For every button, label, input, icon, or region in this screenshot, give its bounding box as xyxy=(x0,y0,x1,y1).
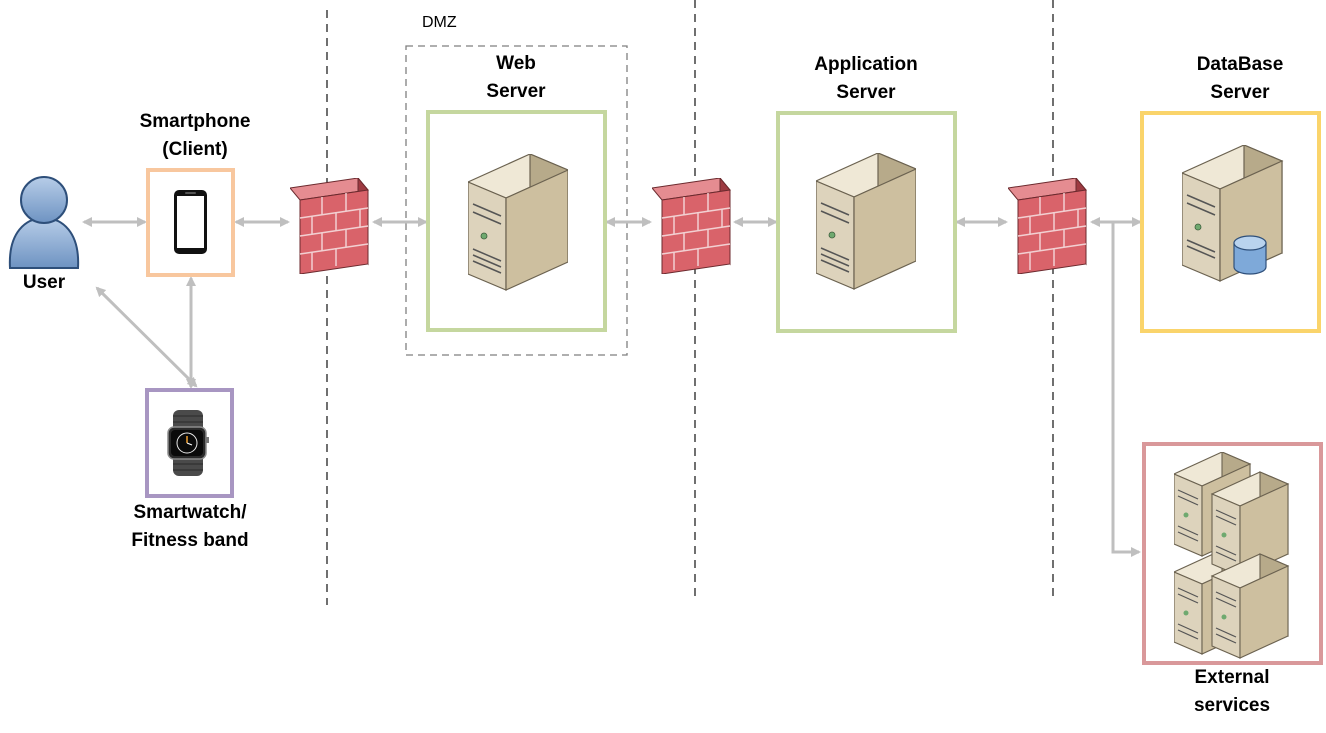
app-server-label: Application Server xyxy=(814,54,918,103)
smartwatch-node xyxy=(145,388,234,498)
user-icon xyxy=(8,176,80,269)
server-icon xyxy=(468,154,568,291)
server-icon xyxy=(816,153,916,290)
connector-to-external xyxy=(1111,222,1141,557)
smartphone-icon xyxy=(174,190,207,254)
server-cluster-icon xyxy=(1174,452,1290,659)
smartwatch-label: Smartwatch/ Fitness band xyxy=(131,502,249,551)
database-cylinder-icon xyxy=(1233,235,1267,275)
web-server-label: Web Server xyxy=(486,53,546,102)
firewall-icon xyxy=(652,178,731,274)
smartphone-label: Smartphone (Client) xyxy=(139,111,251,160)
app-server-node xyxy=(776,111,957,333)
connector-user-smartwatch xyxy=(95,286,198,388)
dmz-zone xyxy=(405,45,628,356)
smartwatch-icon xyxy=(167,410,209,476)
db-server-node xyxy=(1140,111,1321,333)
db-server-label: DataBase Server xyxy=(1196,54,1284,103)
database-server-icon xyxy=(1182,145,1284,282)
dmz-label: DMZ xyxy=(422,14,457,31)
external-services-node xyxy=(1142,442,1323,665)
firewall-icon xyxy=(290,178,369,274)
user-label: User xyxy=(22,272,66,293)
external-services-label: External services xyxy=(1193,667,1271,716)
user-node xyxy=(0,170,90,300)
web-server-node xyxy=(426,110,607,332)
smartphone-node xyxy=(146,168,235,277)
firewall-icon xyxy=(1008,178,1087,274)
